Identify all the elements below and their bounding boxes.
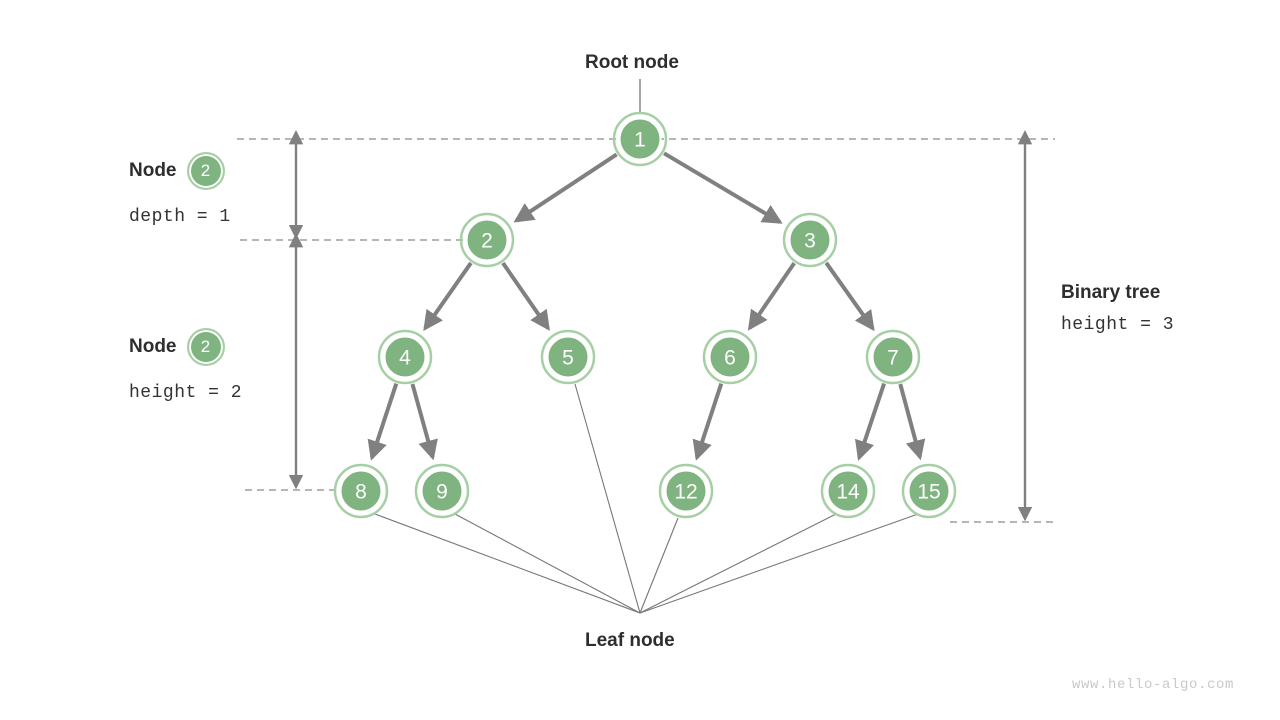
tree-node-3[interactable]: 3 [782,212,838,268]
node-height-badge: 2 [186,328,225,366]
tree-node-4[interactable]: 4 [377,329,433,385]
leaf-pointer-line [639,517,679,614]
node-ring [901,463,957,519]
tree-edge [663,151,783,224]
node-circle [339,469,383,513]
node-height-annotation: Node 2 [129,328,225,366]
node-height-title: Node [129,336,177,357]
node-ring [612,111,668,167]
node-ring [658,463,714,519]
node-circle [546,335,590,379]
node-value: 6 [724,347,736,370]
node-height-value: height = 2 [129,383,243,403]
tree-node-5[interactable]: 5 [540,329,596,385]
leaf-pointer-line [639,513,919,614]
watermark: www.hello-algo.com [1072,677,1235,693]
node-ring [702,329,758,385]
node-value: 2 [481,230,493,253]
node-circle [826,469,870,513]
node-ring [865,329,921,385]
tree-node-1[interactable]: 1 [612,111,668,167]
binary-tree-height-value: height = 3 [1061,315,1175,335]
tree-node-14[interactable]: 14 [820,463,876,519]
tree-edge [513,152,618,223]
node-value: 12 [674,481,697,504]
node-circle [788,218,832,262]
tree-edge [692,382,724,461]
node-ring [414,463,470,519]
node-depth-badge: 2 [186,152,225,190]
node-circle [664,469,708,513]
node-depth-annotation: Node 2 [129,152,225,190]
tree-node-12[interactable]: 12 [658,463,714,519]
tree-node-7[interactable]: 7 [865,329,921,385]
tree-edges [367,151,926,461]
node-depth-title: Node [129,160,177,181]
tree-edge [410,383,438,461]
node-value: 7 [887,347,899,370]
node-circle [907,469,951,513]
leaf-pointer-lines [374,383,919,614]
node-value: 9 [436,481,448,504]
node-depth-value: depth = 1 [129,207,231,227]
tree-node-8[interactable]: 8 [333,463,389,519]
binary-tree-title: Binary tree [1061,282,1161,303]
tree-node-15[interactable]: 15 [901,463,957,519]
node-ring [540,329,596,385]
tree-edge [898,383,926,461]
dimension-arrows [288,130,1033,522]
node-ring [459,212,515,268]
leaf-pointer-line [374,513,641,614]
leaf-pointer-line [454,513,641,614]
tree-node-2[interactable]: 2 [459,212,515,268]
tree-edge [824,261,875,332]
node-value: 5 [562,347,574,370]
leaf-pointer-line [574,383,641,614]
node-circle [708,335,752,379]
node-ring [782,212,838,268]
node-circle [465,218,509,262]
node-circle [383,335,427,379]
tree-node-9[interactable]: 9 [414,463,470,519]
leaf-node-label: Leaf node [585,630,675,651]
root-node-label: Root node [585,52,679,73]
node-circle [420,469,464,513]
node-ring [377,329,433,385]
node-circle [618,117,662,161]
node-value: 3 [804,230,816,253]
node-ring [820,463,876,519]
tree-node-6[interactable]: 6 [702,329,758,385]
node-value: 8 [355,481,367,504]
node-value: 1 [634,129,646,152]
node-value: 14 [836,481,860,504]
node-value: 15 [917,481,940,504]
tree-edge [367,382,399,461]
node-circle [871,335,915,379]
tree-edge [747,261,796,331]
tree-edge [501,261,550,331]
node-ring [333,463,389,519]
tree-edge [423,261,473,331]
tree-edge [855,382,886,461]
leaf-pointer-line [639,513,837,614]
node-value: 4 [399,347,411,370]
